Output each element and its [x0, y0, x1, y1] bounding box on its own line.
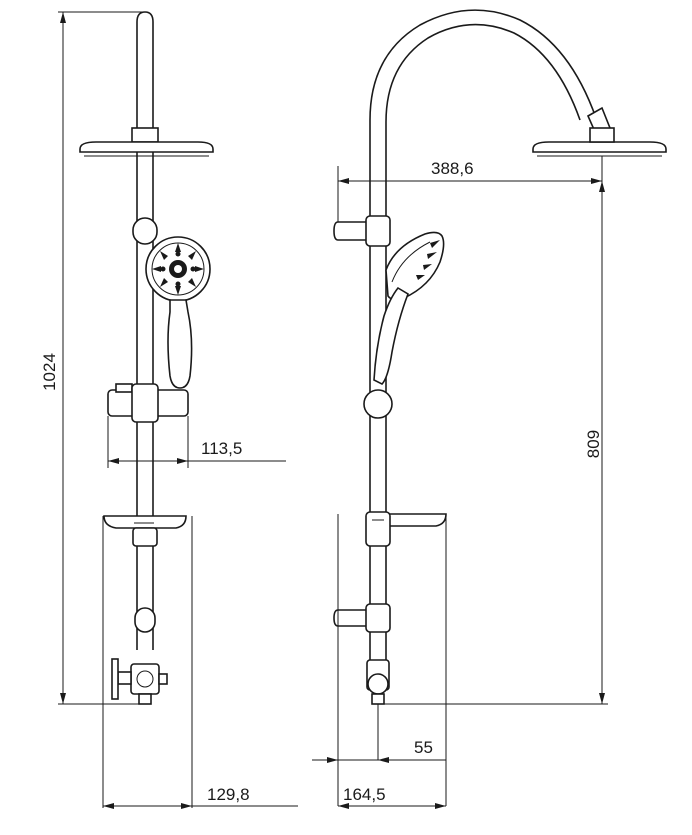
dim-arm-offset-label: 113,5 [201, 439, 242, 458]
side-shelf-clamp [365, 511, 391, 547]
front-diverter-lever [111, 658, 119, 700]
side-gooseneck-inner [385, 23, 581, 210]
front-hand-shower-handle [167, 299, 193, 389]
dim-overhead-reach: 388,6 [338, 159, 602, 184]
side-upper-holder-ring [365, 215, 391, 247]
front-lower-ball [134, 607, 156, 633]
front-view [58, 11, 214, 808]
side-overhead-mount [589, 127, 615, 143]
side-diverter-knob [367, 673, 389, 695]
front-overhead-shower [79, 141, 214, 153]
side-view [333, 9, 667, 806]
dim-outlet-offset-label: 55 [414, 738, 433, 757]
side-hand-shower-edge [391, 241, 431, 283]
front-diverter-outlet [138, 693, 152, 705]
side-hand-shower-handle [373, 286, 409, 385]
dim-base-width-side: 164,5 [338, 785, 446, 809]
front-shelf-clamp [132, 527, 158, 547]
side-shelf [385, 513, 447, 527]
side-hand-shower-nozzles [416, 240, 440, 280]
side-lower-holder-ring [365, 603, 391, 633]
dim-overall-height-label: 1024 [40, 353, 59, 391]
dim-valve-height: 809 [584, 181, 605, 704]
front-diverter-knob [136, 670, 154, 688]
side-slider-ball [363, 389, 393, 419]
front-diverter-right-arm [158, 673, 168, 685]
side-overhead-shower [532, 141, 667, 153]
front-head-connector [131, 127, 159, 143]
front-hand-shower-nozzles [152, 243, 204, 295]
front-slider-ball [132, 217, 158, 245]
front-holder-clamp [131, 383, 159, 423]
dim-overall-height: 1024 [40, 12, 66, 704]
dim-valve-height-label: 809 [584, 430, 603, 458]
dim-base-width-front: 129,8 [103, 785, 298, 809]
dim-outlet-offset: 55 [312, 738, 446, 763]
side-diverter-outlet [371, 693, 385, 705]
dim-base-width-side-label: 164,5 [343, 785, 386, 804]
side-gooseneck-outer [369, 9, 597, 210]
front-holder-top [115, 383, 133, 393]
side-upper-holder [333, 221, 373, 241]
front-shelf [103, 515, 187, 529]
front-upper-pipe [136, 11, 154, 128]
dim-overhead-reach-label: 388,6 [431, 159, 474, 178]
front-diverter-left-arm [117, 671, 132, 685]
front-diverter-body [130, 663, 160, 695]
dim-arm-offset: 113,5 [108, 439, 286, 464]
dim-base-width-front-label: 129,8 [207, 785, 250, 804]
